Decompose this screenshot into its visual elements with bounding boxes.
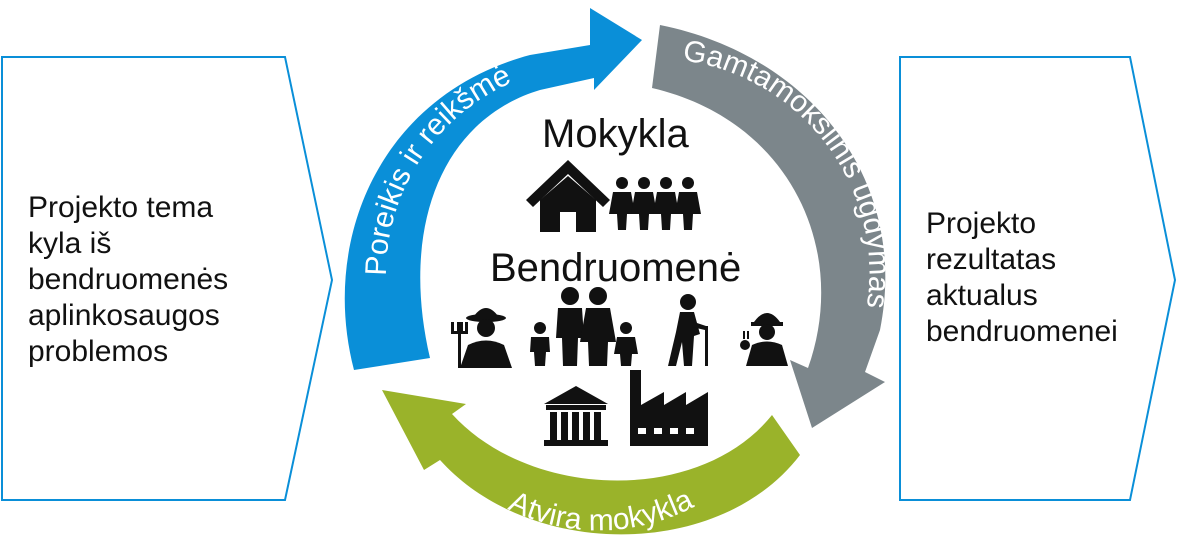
right-box-line: rezultatas — [926, 243, 1057, 276]
house-icon — [526, 160, 610, 232]
institution-icon — [544, 386, 608, 446]
left-box-line: aplinkosaugos — [28, 299, 220, 332]
left-box-line: kyla iš — [28, 227, 112, 260]
school-title: Mokykla — [542, 112, 689, 156]
left-box-line: bendruomenės — [28, 263, 229, 296]
left-chevron-box — [1, 56, 334, 501]
left-box-line: Projekto tema — [28, 191, 214, 224]
elderly-person-icon — [668, 294, 708, 366]
open-school-arrow — [382, 390, 800, 535]
children-group-icon — [609, 177, 701, 230]
left-box-line: problemos — [28, 335, 169, 368]
right-chevron-box — [899, 56, 1177, 501]
right-box-line: Projekto — [926, 207, 1037, 240]
right-box-line: aktualus — [926, 279, 1038, 312]
needs-arrow — [344, 8, 642, 370]
engineer-icon — [740, 313, 788, 366]
science-education-arrow — [652, 25, 886, 428]
left-box-text: Projekto tema kyla iš bendruomenės aplin… — [28, 190, 228, 370]
right-box-text: Projekto rezultatas aktualus bendruomene… — [926, 206, 1118, 350]
family-icon — [530, 287, 638, 366]
factory-icon — [630, 370, 708, 446]
community-title: Bendruomenė — [490, 246, 742, 290]
farmer-icon — [451, 308, 512, 368]
right-box-line: bendruomenei — [926, 315, 1118, 348]
